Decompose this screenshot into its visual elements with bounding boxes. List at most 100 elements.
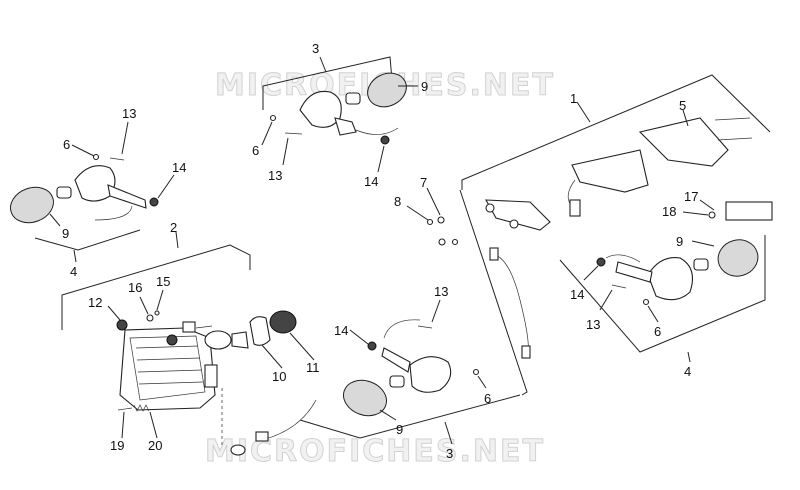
callout-9-top: 9 xyxy=(421,79,428,94)
nut-8 xyxy=(426,218,434,226)
signal-stalk-right xyxy=(615,261,653,283)
signal-wire-right xyxy=(605,254,641,263)
lens-9-bottom xyxy=(343,379,387,417)
callout-13-left: 13 xyxy=(122,106,136,121)
leader-7 xyxy=(426,187,441,216)
bulb-top xyxy=(345,92,361,105)
grommet-14-top xyxy=(380,135,390,145)
leader-6-right xyxy=(647,305,659,323)
bracket-group-3-top xyxy=(262,56,393,110)
grommet-14-left xyxy=(149,197,159,207)
tail-connector xyxy=(569,199,581,217)
washer-6-left xyxy=(92,153,100,161)
washer-6-right xyxy=(642,298,650,306)
callout-14-left: 14 xyxy=(172,160,186,175)
leader-11 xyxy=(289,332,315,361)
spring-20 xyxy=(133,404,150,412)
callout-6-right: 6 xyxy=(654,324,661,339)
signal-wire-top xyxy=(355,127,399,135)
signal-housing-right xyxy=(647,257,693,301)
turn-signal-rear-left xyxy=(10,153,159,224)
rubber-12-right xyxy=(166,334,178,346)
bulb-right xyxy=(693,258,709,271)
bracket-group-1-side xyxy=(459,189,528,396)
bracket-group-4-left xyxy=(34,229,141,251)
leader-19 xyxy=(121,411,125,439)
callout-3-bottom: 3 xyxy=(446,446,453,461)
signal-stalk-bottom xyxy=(381,347,411,373)
callout-16: 16 xyxy=(128,280,142,295)
screw-13-top xyxy=(284,132,303,135)
pilot-wire xyxy=(261,399,317,441)
signal-stalk-left xyxy=(107,184,147,209)
callout-5: 5 xyxy=(679,98,686,113)
callout-19: 19 xyxy=(110,438,124,453)
washer-7-lower xyxy=(438,238,446,246)
callout-9-bottom: 9 xyxy=(396,422,403,437)
callout-2: 2 xyxy=(170,220,177,235)
callout-4-left: 4 xyxy=(70,264,77,279)
callout-12: 12 xyxy=(88,295,102,310)
grommet-14-right xyxy=(596,257,606,267)
callout-14-bottom: 14 xyxy=(334,323,348,338)
license-bracket xyxy=(485,199,551,231)
lens-9-left xyxy=(10,186,54,224)
leader-1 xyxy=(576,101,591,123)
leader-6-top xyxy=(261,121,273,146)
headlight-assembly xyxy=(116,310,317,456)
callout-13-right: 13 xyxy=(586,317,600,332)
bulb-bottom xyxy=(389,375,405,388)
callout-6-left: 6 xyxy=(63,137,70,152)
callout-9-left: 9 xyxy=(62,226,69,241)
leader-13-bottom xyxy=(431,299,441,323)
lens-9-right xyxy=(717,239,759,277)
screw-13-left xyxy=(109,157,125,161)
bulb-socket xyxy=(231,331,249,349)
leader-14-left xyxy=(157,174,175,199)
callout-7: 7 xyxy=(420,175,427,190)
bracket-group-4-right xyxy=(559,235,766,353)
callout-3-top: 3 xyxy=(312,41,319,56)
leader-16 xyxy=(139,296,149,315)
nut-15 xyxy=(154,310,160,316)
leader-17 xyxy=(699,199,715,211)
license-light-wire xyxy=(494,254,529,353)
license-wire-connector-b xyxy=(521,345,531,359)
headlight-tab xyxy=(182,321,196,333)
pilot-socket xyxy=(255,431,269,442)
leader-3-bottom xyxy=(444,421,453,445)
callout-4-right: 4 xyxy=(684,364,691,379)
leader-4-left xyxy=(73,249,77,263)
callout-14-right: 14 xyxy=(570,287,584,302)
callout-6-bottom: 6 xyxy=(484,391,491,406)
license-wire-connector-a xyxy=(489,247,499,261)
leader-12 xyxy=(107,305,121,321)
washer-16 xyxy=(146,314,154,322)
callout-17: 17 xyxy=(684,189,698,204)
lens-9-top xyxy=(367,72,407,108)
pilot-bulb xyxy=(230,444,246,456)
leader-13-left xyxy=(121,121,129,155)
bracket-group-3-bottom xyxy=(299,394,521,439)
washer-7 xyxy=(437,216,445,224)
leader-8 xyxy=(406,205,429,221)
leader-18 xyxy=(682,211,709,216)
tail-light-assembly xyxy=(426,117,773,359)
headlight-connector xyxy=(204,364,218,388)
leader-5 xyxy=(682,109,689,127)
rubber-12-left xyxy=(116,319,128,331)
callout-8: 8 xyxy=(394,194,401,209)
callout-6-top: 6 xyxy=(252,143,259,158)
signal-housing-bottom xyxy=(409,356,452,393)
leader-10 xyxy=(261,344,283,369)
headlight-bulb xyxy=(204,330,232,350)
callout-11: 11 xyxy=(306,360,320,375)
leader-15 xyxy=(156,289,164,311)
callout-10: 10 xyxy=(272,369,286,384)
turn-signal-front-left xyxy=(343,319,480,417)
headlight-lens-ribs xyxy=(135,345,204,385)
tail-light-body xyxy=(571,149,649,193)
callout-18: 18 xyxy=(662,204,676,219)
bracket-group-2 xyxy=(61,244,251,330)
